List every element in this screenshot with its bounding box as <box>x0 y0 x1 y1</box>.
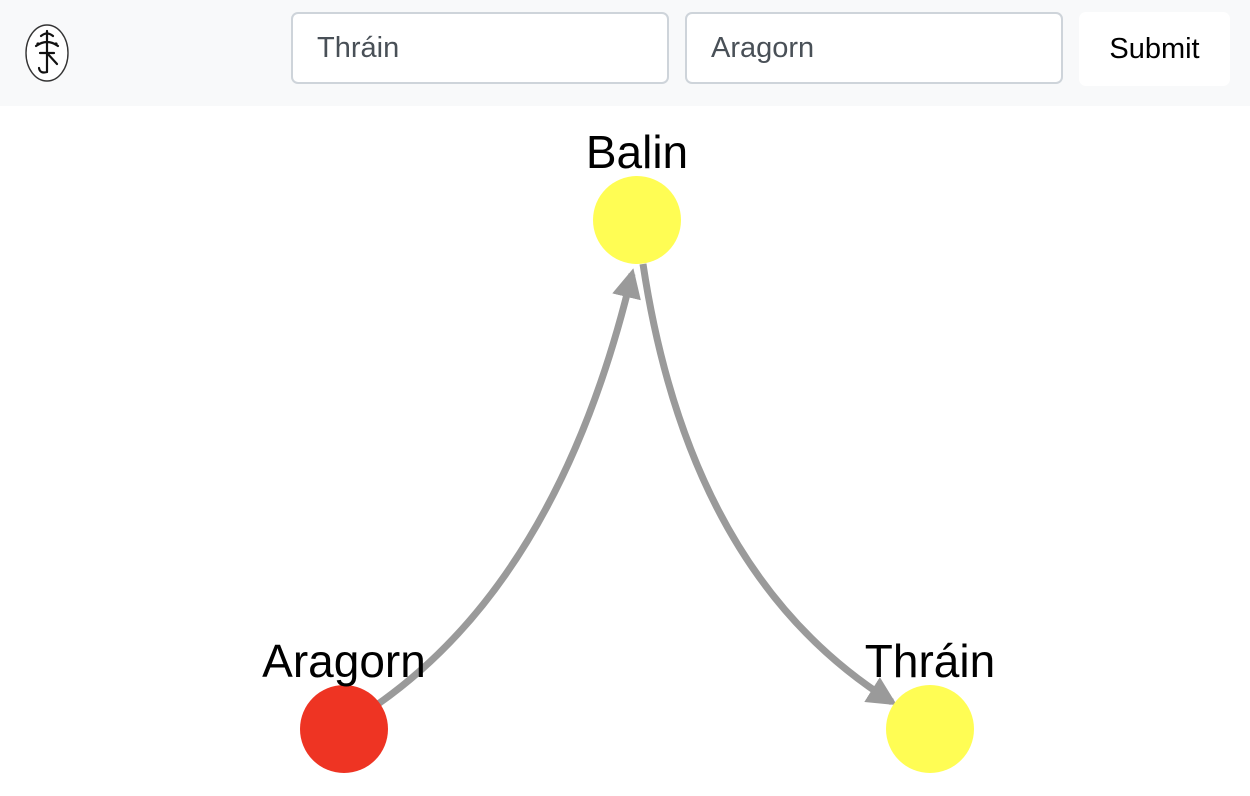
graph-edge[interactable] <box>375 268 641 707</box>
node-label-balin: Balin <box>586 126 688 178</box>
node-label-thrain: Thráin <box>865 635 995 687</box>
graph-edge[interactable] <box>639 263 897 706</box>
target-character-input[interactable] <box>685 12 1063 84</box>
graph-node-balin[interactable]: Balin <box>586 126 688 264</box>
graph-node-aragorn[interactable]: Aragorn <box>262 635 426 773</box>
node-circle-thrain[interactable] <box>886 685 974 773</box>
tolkien-monogram-icon[interactable] <box>24 22 70 84</box>
node-label-aragorn: Aragorn <box>262 635 426 687</box>
source-character-input[interactable] <box>291 12 669 84</box>
node-circle-aragorn[interactable] <box>300 685 388 773</box>
relationship-graph[interactable]: Balin Aragorn Thráin <box>0 106 1250 796</box>
graph-node-thrain[interactable]: Thráin <box>865 635 995 773</box>
submit-button[interactable]: Submit <box>1079 12 1230 86</box>
node-circle-balin[interactable] <box>593 176 681 264</box>
top-navbar: Submit <box>0 0 1250 106</box>
